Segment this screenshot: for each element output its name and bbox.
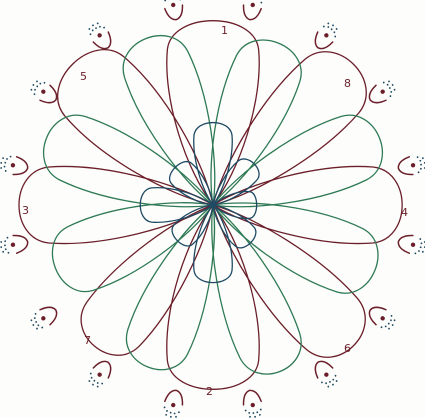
border-motif-13 — [0, 154, 29, 177]
outer-petal-2 — [167, 205, 259, 389]
border-motif-7 — [311, 357, 341, 390]
petal-label-4: 4 — [401, 206, 408, 219]
green-petal-3 — [34, 106, 226, 237]
border-motif-15 — [85, 20, 115, 53]
petal-label-6: 6 — [344, 342, 351, 355]
border-motif-10 — [85, 357, 115, 390]
petal-label-3: 3 — [22, 204, 29, 217]
petal-label-1: 1 — [221, 24, 228, 37]
center-knot — [211, 203, 216, 208]
petal-label-2: 2 — [206, 385, 213, 398]
petal-label-8: 8 — [344, 77, 351, 90]
border-motif-2 — [311, 20, 341, 53]
border-motif-12 — [0, 233, 29, 256]
petal-label-7: 7 — [84, 334, 91, 347]
border-motif-5 — [397, 233, 425, 256]
petal-label-5: 5 — [80, 70, 87, 83]
border-motif-6 — [365, 303, 398, 333]
border-motif-4 — [397, 154, 425, 177]
border-motif-3 — [365, 77, 398, 107]
border-motif-1 — [241, 0, 264, 21]
border-motif-16 — [162, 0, 185, 21]
outer-petal-1 — [167, 21, 259, 205]
border-motif-8 — [241, 389, 264, 418]
border-motif-9 — [162, 389, 185, 418]
border-motif-14 — [28, 77, 61, 107]
border-motif-11 — [28, 303, 61, 333]
